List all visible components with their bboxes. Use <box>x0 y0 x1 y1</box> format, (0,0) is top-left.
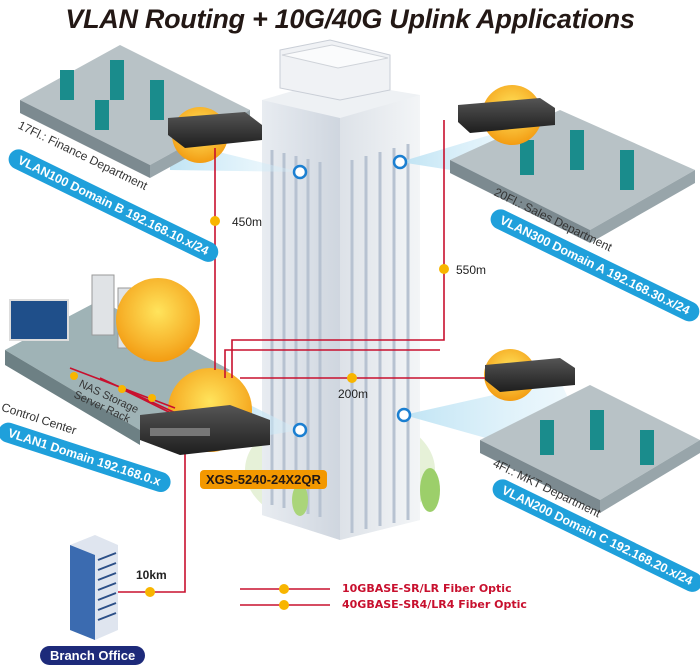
switch-mkt <box>485 358 575 392</box>
branch-office-tag: Branch Office <box>40 646 146 665</box>
switch-sales <box>458 98 555 133</box>
core-switch-model-tag: XGS-5240-24X2QR <box>200 470 327 489</box>
headquarters-building <box>262 39 440 540</box>
legend-badge-40g <box>279 600 289 610</box>
sun-rack <box>116 278 200 362</box>
page-title: VLAN Routing + 10G/40G Uplink Applicatio… <box>65 4 635 34</box>
branch-building <box>70 535 118 640</box>
distance-sales: 550m <box>456 263 487 277</box>
badge-40g-branch <box>145 587 155 597</box>
distance-finance: 450m <box>232 215 263 229</box>
floor-node-finance <box>292 164 308 180</box>
badge-10g-finance <box>210 216 220 226</box>
switch-finance <box>168 112 262 148</box>
floor-node-control <box>292 422 308 438</box>
fiber-sales <box>231 120 445 378</box>
floor-node-sales <box>392 154 408 170</box>
legend-40g-label: 40GBASE-SR4/LR4 Fiber Optic <box>342 598 527 611</box>
fiber-nas-2 <box>99 377 181 416</box>
link-badges <box>70 216 449 597</box>
legend-10g-label: 10GBASE-SR/LR Fiber Optic <box>342 582 512 595</box>
badge-10g-nas-1 <box>70 372 78 380</box>
distance-mkt: 200m <box>338 387 369 401</box>
fiber-branch <box>118 440 186 593</box>
badge-10g-mkt <box>347 373 357 383</box>
legend <box>240 584 330 610</box>
core-switch <box>140 405 270 455</box>
office-mkt <box>480 385 700 513</box>
badge-10g-nas-3 <box>148 394 156 402</box>
nas-server-rack <box>91 274 115 336</box>
floor-node-mkt <box>396 407 412 423</box>
distance-branch: 10km <box>136 568 167 582</box>
badge-10g-nas-2 <box>118 385 126 393</box>
badge-10g-sales <box>439 264 449 274</box>
fiber-sales-b <box>224 349 440 378</box>
legend-badge-10g <box>279 584 289 594</box>
